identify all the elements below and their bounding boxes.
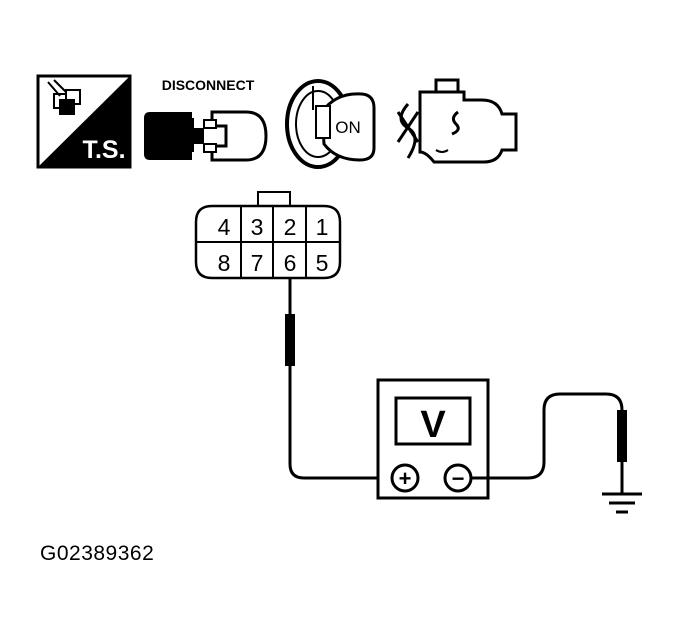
disconnect-label: DISCONNECT: [162, 77, 255, 93]
negative-symbol: −: [452, 466, 465, 491]
harness-connector: 4 3 2 1 8 7 6 5: [194, 191, 342, 280]
pin-3: 3: [251, 214, 264, 240]
pin-5: 5: [316, 250, 329, 276]
pin-8: 8: [218, 250, 231, 276]
negative-probe-lead: [471, 392, 627, 494]
pin-2: 2: [284, 214, 297, 240]
voltmeter-label: V: [420, 404, 446, 446]
ts-label: T.S.: [82, 136, 125, 164]
voltmeter: V + −: [376, 378, 490, 500]
positive-terminal: [390, 463, 420, 493]
ignition-key-icon: ON: [285, 79, 376, 169]
disconnect-icon: DISCONNECT: [144, 77, 268, 162]
positive-probe-lead: [285, 278, 392, 480]
connector-tool-icon: [47, 79, 81, 115]
engine-icon: [396, 78, 518, 164]
ignition-label: ON: [335, 118, 361, 137]
pin-6: 6: [284, 250, 297, 276]
pin-1: 1: [316, 214, 329, 240]
pin-4: 4: [218, 214, 231, 240]
figure-id: G02389362: [40, 542, 155, 565]
ts-icon: T.S.: [36, 74, 132, 169]
pin-7: 7: [251, 250, 264, 276]
positive-symbol: +: [399, 466, 412, 491]
ground-symbol: [602, 492, 642, 514]
